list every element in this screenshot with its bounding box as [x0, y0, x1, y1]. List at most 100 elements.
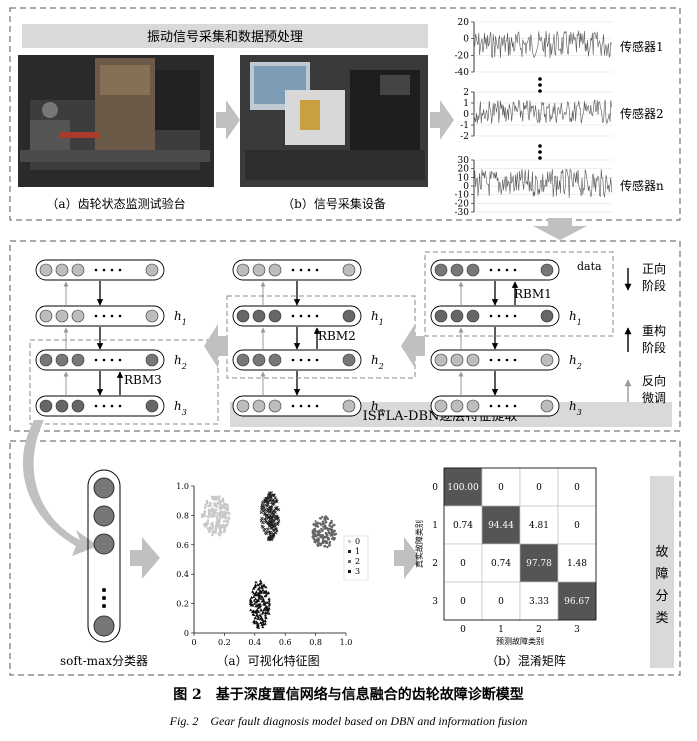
legend-finetune-2: 微调 — [642, 391, 666, 405]
side-banner-char: 类 — [655, 611, 668, 626]
rbm1-label: RBM1 — [514, 287, 552, 301]
signal-tick-label: 30 — [458, 156, 470, 166]
dbn-layer — [232, 305, 362, 327]
matrix-value: 0 — [574, 521, 580, 531]
signal-tick-label: 0 — [463, 110, 469, 120]
dbn-node — [145, 399, 159, 413]
sensor-label: 传感器n — [620, 178, 664, 193]
dbn-node — [236, 353, 250, 367]
dbn-node — [434, 399, 448, 413]
dbn-node — [145, 309, 159, 323]
matrix-col-label: 3 — [574, 625, 580, 635]
softmax-node — [93, 533, 115, 555]
y-tick-label: 0.6 — [176, 541, 189, 550]
dbn-node — [71, 309, 85, 323]
figure-caption-cn: 图 2 基于深度置信网络与信息融合的齿轮故障诊断模型 — [173, 687, 524, 703]
legend-forward-2: 阶段 — [642, 278, 666, 293]
matrix-value: 100.00 — [447, 483, 479, 493]
matrix-value: 0 — [498, 483, 504, 493]
dbn-node — [540, 399, 554, 413]
photo-a-caption: （a）齿轮状态监测试验台 — [46, 196, 185, 211]
matrix-value: 1.48 — [567, 559, 587, 569]
y-tick-label: 0.8 — [176, 511, 189, 520]
rbm2-label: RBM2 — [318, 329, 356, 343]
dbn-node — [55, 263, 69, 277]
softmax-caption: soft-max分类器 — [60, 654, 148, 668]
matrix-value: 96.67 — [564, 597, 590, 607]
dbn-node — [145, 263, 159, 277]
matrix-col-label: 0 — [460, 625, 466, 635]
scatter-legend-label: 2 — [355, 557, 360, 566]
matrix-row-label: 3 — [432, 597, 438, 607]
signal-tick-label: 2 — [463, 88, 469, 98]
dbn-node — [236, 399, 250, 413]
matrix-xlabel: 预测故障类别 — [496, 636, 544, 646]
dbn-node — [540, 309, 554, 323]
matrix-value: 0 — [460, 559, 466, 569]
x-tick-label: 1.0 — [340, 638, 353, 647]
layer-label: h2 — [569, 353, 582, 371]
matrix-value: 0 — [460, 597, 466, 607]
signal-tick-label: -10 — [455, 191, 470, 201]
dbn-layer — [430, 259, 560, 281]
dbn-node — [450, 309, 464, 323]
dbn-node — [540, 263, 554, 277]
matrix-cell — [557, 543, 597, 583]
dbn-node — [466, 309, 480, 323]
matrix-value: 94.44 — [488, 521, 514, 531]
layer-label: h3 — [174, 399, 187, 417]
arrow-right-icon — [430, 100, 454, 140]
dbn-node — [466, 263, 480, 277]
matrix-row-label: 2 — [432, 559, 438, 569]
dbn-node — [268, 399, 282, 413]
acquisition-equipment-photo — [240, 55, 428, 187]
data-label: data — [577, 260, 602, 273]
signal-tick-label: 1 — [463, 99, 469, 109]
arrow-left-icon — [204, 324, 228, 368]
y-tick-label: 1.0 — [176, 482, 189, 491]
matrix-caption: （b）混淆矩阵 — [486, 654, 566, 668]
sensor-label: 传感器2 — [620, 106, 664, 121]
photo-b-caption: （b）信号采集设备 — [282, 196, 386, 211]
softmax-box — [87, 469, 121, 643]
dbn-node — [268, 353, 282, 367]
matrix-value: 0 — [498, 597, 504, 607]
dbn-layer — [232, 259, 362, 281]
matrix-value: 0 — [574, 483, 580, 493]
dbn-node — [342, 353, 356, 367]
legend-reconstruct-1: 重构 — [642, 323, 666, 338]
figure-caption-en: Fig. 2 Gear fault diagnosis model based … — [169, 714, 528, 728]
dbn-layer — [35, 349, 165, 371]
signal-waveform — [473, 168, 612, 198]
dbn-node — [342, 399, 356, 413]
dbn-layer — [430, 305, 560, 327]
x-tick-label: 0.4 — [248, 638, 261, 647]
matrix-col-label: 1 — [498, 625, 504, 635]
acquisition-section: 振动信号采集和数据预处理 （a）齿轮状态监测试验台 （b）信 — [9, 7, 681, 221]
softmax-node — [93, 477, 115, 499]
x-tick-label: 0 — [191, 638, 196, 647]
softmax-node — [93, 615, 115, 637]
sensor-label: 传感器1 — [620, 39, 664, 54]
dbn-node — [434, 309, 448, 323]
matrix-value: 3.33 — [529, 597, 549, 607]
dbn-node — [434, 353, 448, 367]
signal-tick-label: -1 — [460, 121, 469, 131]
dbn-layer — [35, 259, 165, 281]
signal-tick-label: 20 — [458, 18, 470, 28]
layer-label: h1 — [371, 309, 384, 327]
dbn-layer — [35, 305, 165, 327]
matrix-cell — [481, 543, 521, 583]
scatter-legend-label: 1 — [355, 547, 360, 556]
dbn-node — [450, 399, 464, 413]
dbn-node — [55, 399, 69, 413]
dbn-node — [39, 353, 53, 367]
matrix-value: 0.74 — [491, 559, 511, 569]
dbn-node — [342, 263, 356, 277]
dbn-node — [236, 263, 250, 277]
